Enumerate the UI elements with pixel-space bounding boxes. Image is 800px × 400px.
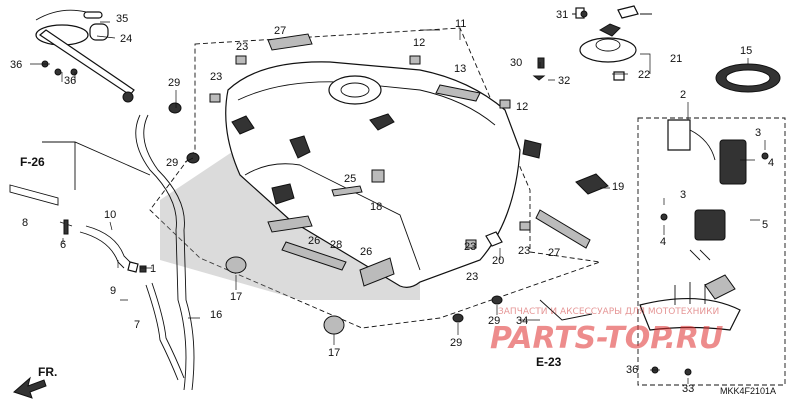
hose-group-outline [42,141,151,190]
callout-9: 9 [110,285,116,297]
callout-32: 32 [558,75,570,87]
callout-29d: 29 [450,337,462,349]
callout-23e: 23 [518,245,530,257]
callout-20: 20 [492,255,504,267]
callout-21: 21 [670,53,682,65]
front-arrow: FR. [13,365,57,399]
callout-8: 8 [22,217,28,229]
callout-36c: 36 [626,364,638,376]
callout-4a: 4 [768,157,774,169]
fuel-pump [639,119,747,331]
callout-16: 16 [210,309,222,321]
callout-12a: 12 [413,37,425,49]
callout-36a: 36 [10,59,22,71]
callout-30: 30 [510,57,522,69]
callout-29a: 29 [168,77,180,89]
callout-13: 13 [454,63,466,75]
callout-33: 33 [682,383,694,395]
callout-27b: 27 [548,247,560,259]
rubber-mount-17b [323,315,345,335]
callout-28: 28 [330,239,342,251]
callout-25: 25 [344,173,356,185]
callout-5: 5 [762,219,768,231]
callout-23c: 23 [464,241,476,253]
callout-10: 10 [104,209,116,221]
callout-11: 11 [455,18,466,30]
callout-29b: 29 [166,157,178,169]
callout-17a: 17 [230,291,242,303]
callout-29c: 29 [488,315,500,327]
callout-4b: 4 [660,236,666,248]
callout-26a: 26 [308,235,320,247]
callout-26b: 26 [360,246,372,258]
callout-3a: 3 [755,127,761,139]
callout-3b: 3 [680,189,686,201]
callout-35: 35 [116,13,128,25]
callout-2: 2 [680,89,686,101]
ref-fr: FR. [38,365,57,379]
leader-lines [30,21,766,384]
callout-6: 6 [60,239,66,251]
callout-12b: 12 [516,101,528,113]
sender-unit [35,9,135,103]
rubber-mount-17a [225,256,247,274]
pump-group-outline [637,117,786,386]
callout-7: 7 [134,319,140,331]
watermark-tagline: ЗАПЧАСТИ И АКСЕССУАРЫ ДЛЯ МОТОТЕХНИКИ [498,307,719,317]
callout-17b: 17 [328,347,340,359]
diagram-code: MKK4F2101A [720,386,776,396]
callout-34: 34 [516,315,528,327]
tank-group-outline [149,27,601,329]
watermark-brand: PARTS-TOP.RU [490,321,723,356]
callout-36b: 36 [64,75,76,87]
callout-23d: 23 [466,271,478,283]
callout-23a: 23 [236,41,248,53]
callout-15: 15 [740,45,752,57]
callout-31: 31 [556,9,568,21]
hoses [9,114,195,391]
callout-19: 19 [612,181,624,193]
callout-1: 1 [150,263,156,275]
pads [209,33,609,287]
callout-24: 24 [120,33,132,45]
ref-f26: F-26 [20,155,45,169]
grommets [168,102,503,323]
callout-18: 18 [370,201,382,213]
callout-23b: 23 [210,71,222,83]
bolts [41,10,769,376]
callout-27a: 27 [274,25,286,37]
ref-e23: E-23 [536,355,562,369]
callout-22: 22 [638,69,650,81]
pump-gasket [715,63,781,93]
